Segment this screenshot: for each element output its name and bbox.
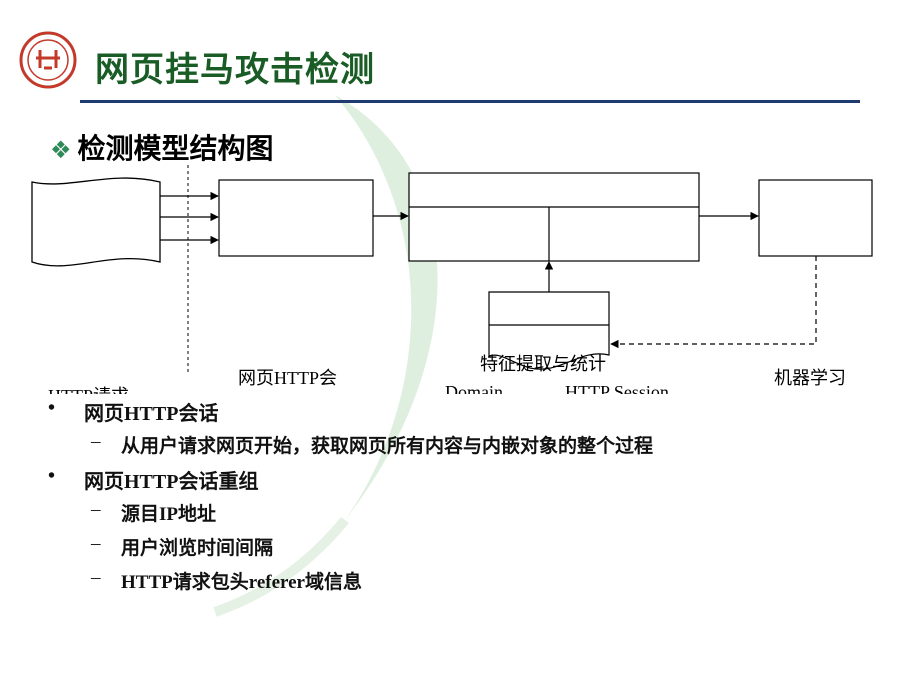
- diamond-bullet-icon: ❖: [50, 136, 72, 164]
- bullet-text: 源目IP地址: [121, 504, 217, 525]
- session-box: [218, 179, 374, 257]
- bullet-marker: –: [91, 499, 101, 520]
- label-ml: 机器学习: [774, 368, 846, 388]
- bullet-marker: •: [48, 397, 56, 419]
- section-heading: ❖检测模型结构图: [50, 127, 274, 167]
- bullet-text: 从用户请求网页开始，获取网页所有内容与内嵌对象的整个过程: [121, 436, 654, 457]
- bullet-text: 网页HTTP会话重组: [84, 471, 259, 493]
- domain-box: [408, 172, 700, 262]
- bullet-text: 网页HTTP会话: [84, 403, 219, 425]
- list-item: – 从用户请求网页开始，获取网页所有内容与内嵌对象的整个过程: [48, 431, 868, 465]
- list-item: – HTTP请求包头referer域信息: [48, 567, 868, 601]
- page-title: 网页挂马攻击检测: [95, 50, 375, 90]
- bullet-marker: •: [48, 465, 56, 487]
- list-item: – 用户浏览时间间隔: [48, 533, 868, 567]
- university-seal-icon: [19, 31, 77, 89]
- label-http-session: HTTP Session: [565, 382, 669, 394]
- label-feature: 特征提取与统计: [480, 354, 606, 374]
- label-domain: Domain: [445, 382, 503, 394]
- bullet-text: HTTP请求包头referer域信息: [121, 572, 362, 593]
- ml-box: [758, 179, 873, 257]
- bullet-text: 用户浏览时间间隔: [121, 538, 274, 559]
- bullet-marker: –: [91, 567, 101, 588]
- label-session: 网页HTTP会: [238, 368, 337, 388]
- bullet-list: • 网页HTTP会话 – 从用户请求网页开始，获取网页所有内容与内嵌对象的整个过…: [48, 397, 868, 601]
- bullet-marker: –: [91, 431, 101, 452]
- title-underline: [80, 100, 860, 103]
- http-request-shape: [31, 177, 161, 267]
- list-item: • 网页HTTP会话重组: [48, 465, 868, 499]
- list-item: – 源目IP地址: [48, 499, 868, 533]
- feature-box: [488, 291, 610, 370]
- label-http-request: HTTP请求: [48, 382, 129, 394]
- list-item: • 网页HTTP会话: [48, 397, 868, 431]
- section-heading-text: 检测模型结构图: [77, 132, 274, 165]
- bullet-marker: –: [91, 533, 101, 554]
